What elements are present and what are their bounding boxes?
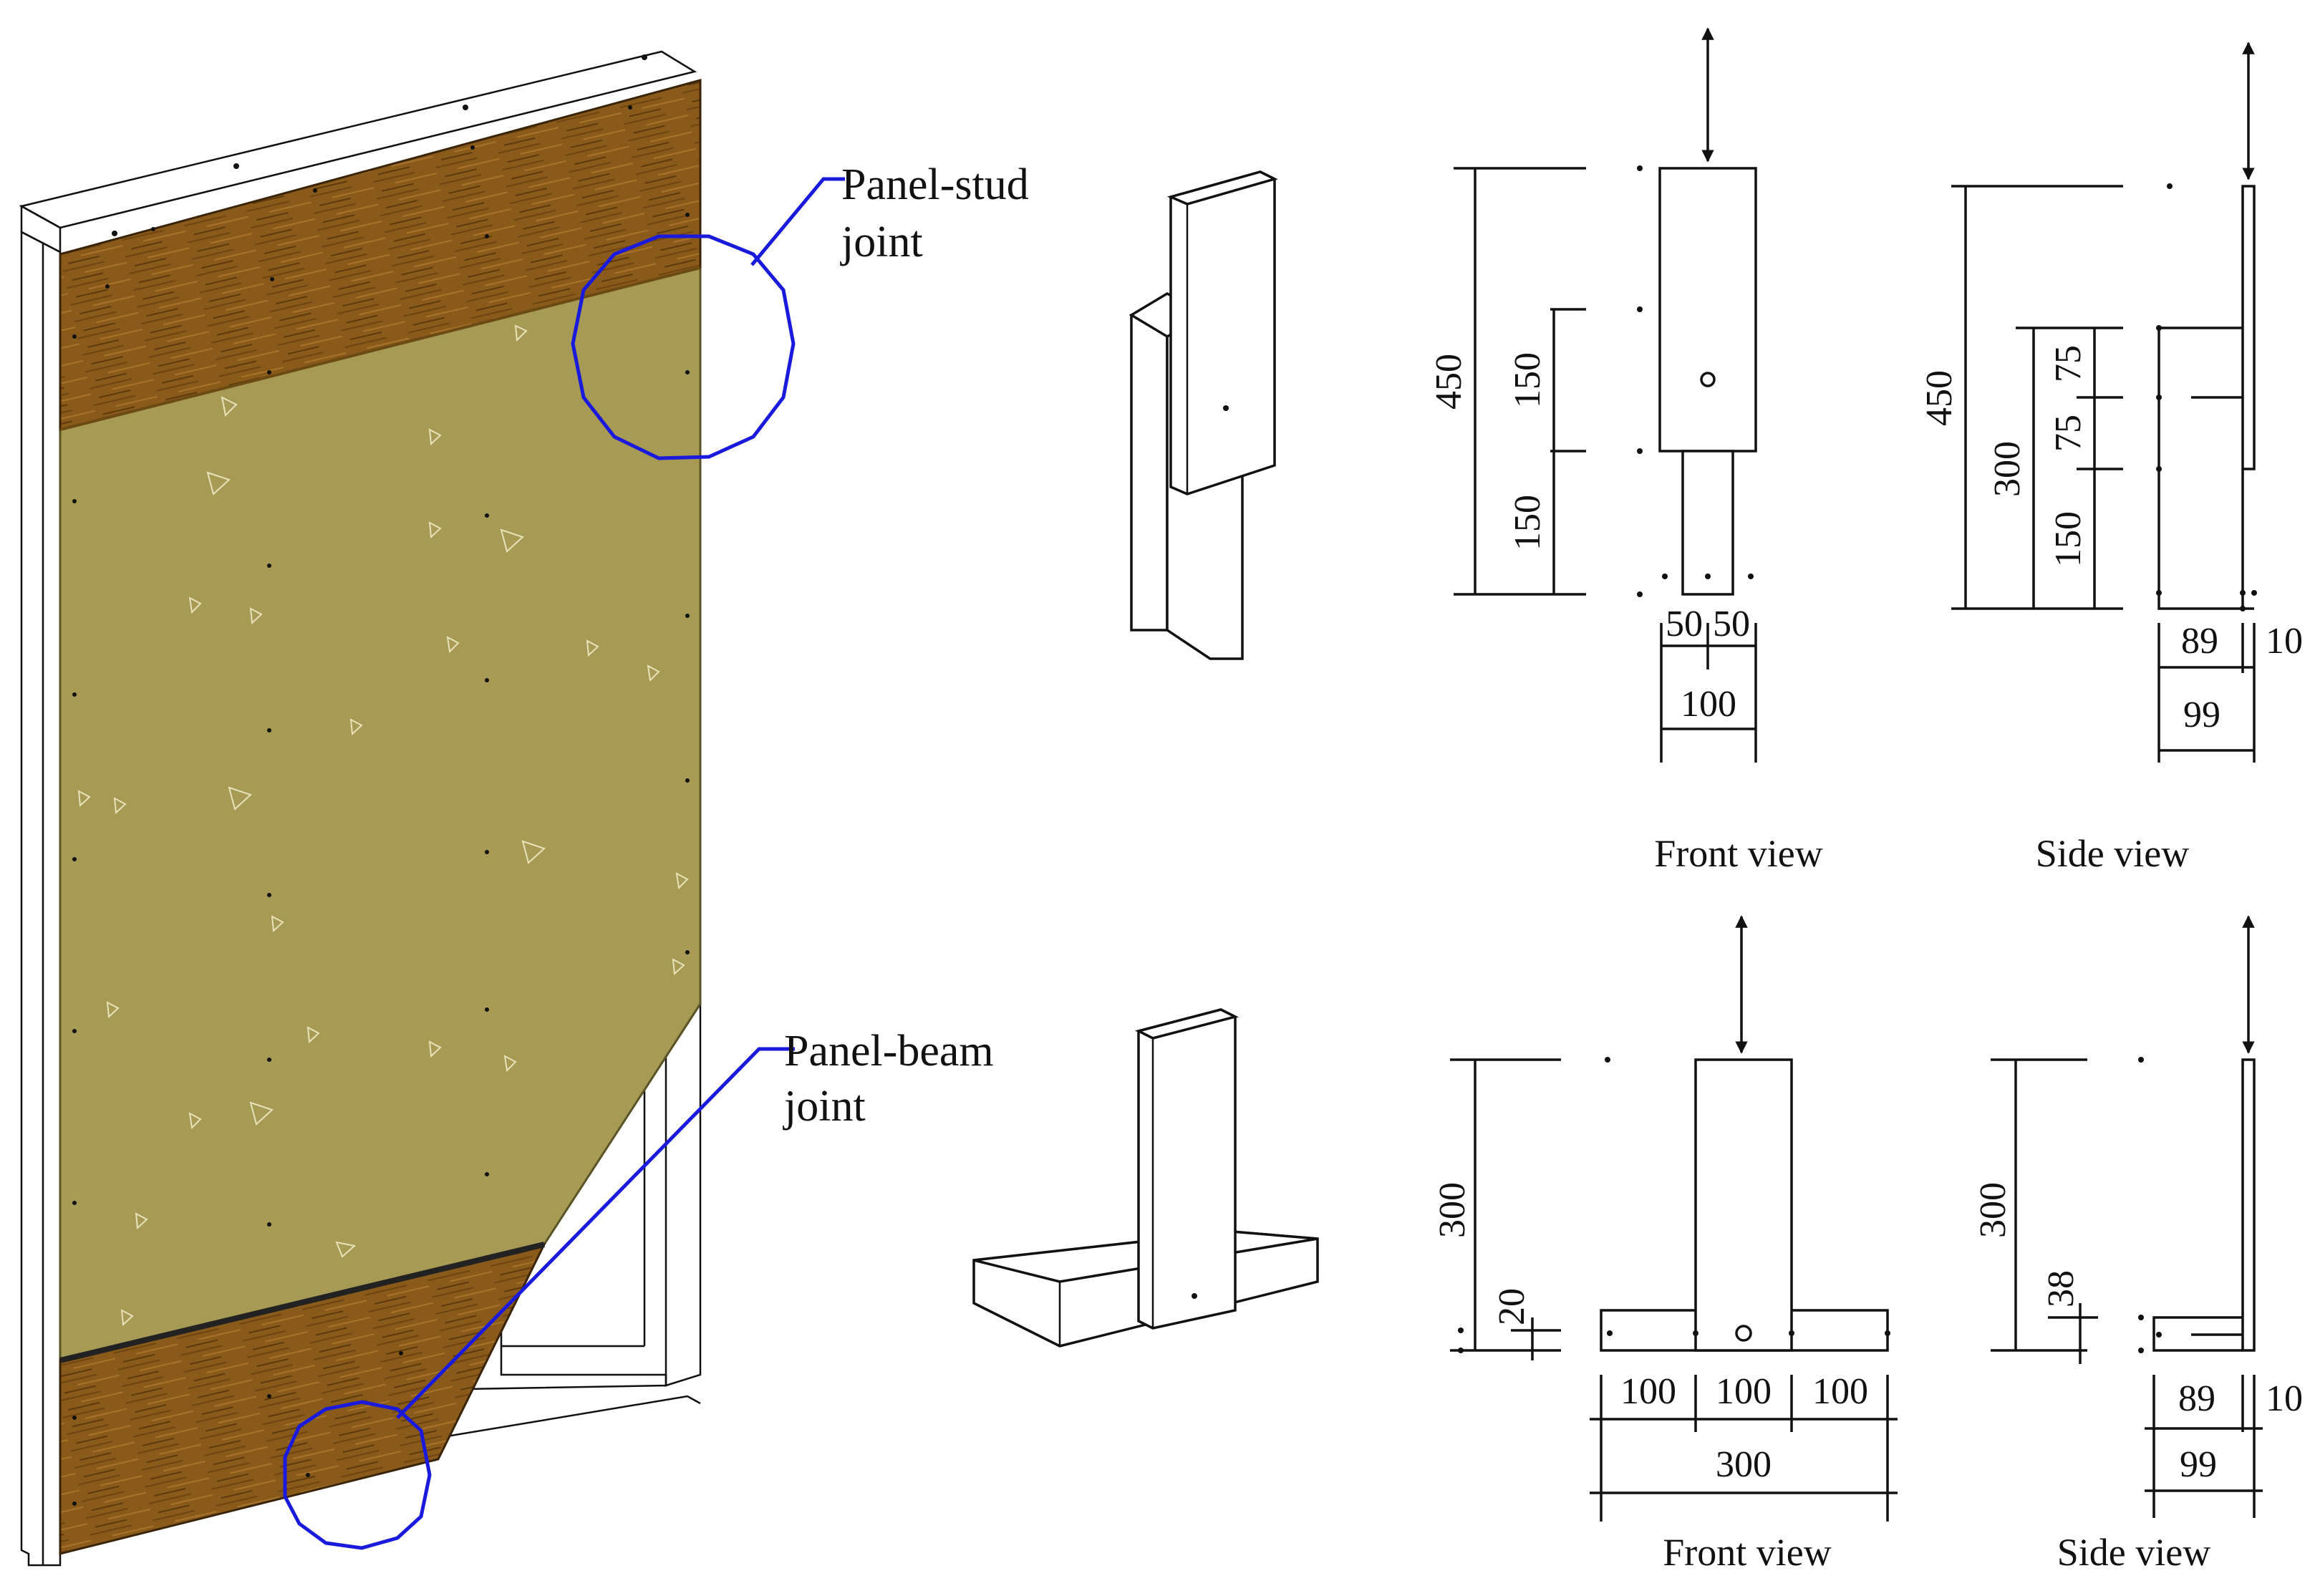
pb-side-dim-38: 38 bbox=[2041, 1270, 2082, 1307]
frame-left-stud bbox=[20, 230, 62, 1567]
ps-front-dim-50-left: 50 bbox=[1666, 604, 1703, 644]
pb-side-dim-99: 99 bbox=[2180, 1444, 2217, 1485]
ps-side-dim-150: 150 bbox=[2048, 511, 2089, 567]
pb-front-dim-300-total: 300 bbox=[1716, 1444, 1772, 1485]
gypsum-board bbox=[59, 266, 702, 1362]
callout-panel-stud: Panel-stud joint bbox=[571, 160, 1029, 460]
ps-side-caption: Side view bbox=[2036, 832, 2189, 875]
pb-side-dim-10: 10 bbox=[2266, 1378, 2303, 1419]
pb-front-dim-20: 20 bbox=[1492, 1288, 1532, 1325]
panel-stud-circle bbox=[571, 234, 796, 460]
pb-front-dim-100-right: 100 bbox=[1812, 1371, 1868, 1412]
frame-top-plate-face bbox=[20, 204, 62, 254]
panel-beam-isometric bbox=[972, 1008, 1319, 1348]
ps-front-dim-450: 450 bbox=[1429, 354, 1469, 410]
ps-side-dim-75-mid: 75 bbox=[2048, 415, 2089, 452]
pb-front-dim-100-mid: 100 bbox=[1716, 1371, 1772, 1412]
ps-side-dim-99: 99 bbox=[2183, 695, 2220, 735]
ps-side-view: 450 300 75 75 150 89 10 99 Side view bbox=[1919, 42, 2303, 875]
pb-front-caption: Front view bbox=[1663, 1531, 1832, 1574]
pb-front-dim-100-left: 100 bbox=[1620, 1371, 1676, 1412]
panel-beam-circle bbox=[283, 1400, 432, 1550]
pb-side-dim-89: 89 bbox=[2178, 1378, 2215, 1419]
ps-front-dim-150-lower: 150 bbox=[1507, 495, 1548, 551]
pb-front-view: 300 20 100 100 100 300 Front view bbox=[1432, 915, 1898, 1574]
pb-side-caption: Side view bbox=[2057, 1531, 2210, 1574]
pb-front-dim-300-height: 300 bbox=[1432, 1182, 1473, 1238]
fastener-dots bbox=[72, 54, 690, 1506]
ps-side-dim-450: 450 bbox=[1919, 370, 1960, 426]
panel-stud-label-line2: joint bbox=[840, 218, 923, 266]
gypsum-texture bbox=[77, 324, 689, 1327]
ps-front-dim-50-right: 50 bbox=[1713, 604, 1750, 644]
panel-stud-label-line1: Panel-stud bbox=[841, 160, 1029, 209]
pb-side-dim-300: 300 bbox=[1973, 1182, 2014, 1238]
callout-panel-beam: Panel-beam joint bbox=[283, 1027, 994, 1550]
panel-beam-label-line2: joint bbox=[783, 1082, 866, 1131]
panel-beam-label-line1: Panel-beam bbox=[784, 1027, 994, 1075]
pb-side-view: 300 38 89 10 99 Side view bbox=[1973, 915, 2303, 1574]
ps-side-dim-89: 89 bbox=[2181, 621, 2218, 662]
ps-front-dim-150-upper: 150 bbox=[1507, 352, 1548, 408]
panel-stud-isometric bbox=[1129, 170, 1278, 660]
ps-side-dim-300: 300 bbox=[1987, 441, 2028, 497]
ps-front-view: 450 150 150 50 50 100 Front view bbox=[1429, 27, 1823, 875]
ps-side-dim-75-top: 75 bbox=[2048, 345, 2089, 382]
ps-front-caption: Front view bbox=[1654, 832, 1823, 875]
wall-assembly bbox=[19, 50, 702, 1567]
ps-front-dim-100: 100 bbox=[1681, 684, 1736, 725]
ps-side-dim-10: 10 bbox=[2266, 621, 2303, 662]
